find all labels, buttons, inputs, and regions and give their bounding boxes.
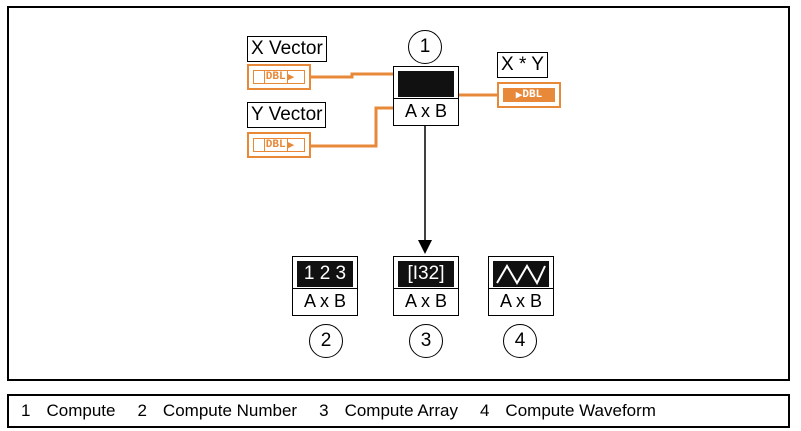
- flow-arrow-head: [418, 240, 432, 254]
- legend-label: Compute Number: [162, 401, 298, 420]
- compute-number-node[interactable]: 1 2 3 A x B: [292, 256, 358, 316]
- compute-waveform-node[interactable]: A x B: [488, 256, 554, 316]
- legend-bar: 1 Compute 2 Compute Number 3 Compute Arr…: [7, 394, 790, 428]
- x-vector-terminal[interactable]: DBL▶: [247, 64, 311, 90]
- legend-num: 2: [137, 401, 147, 420]
- diagram-frame: [7, 6, 790, 381]
- number-node-header: 1 2 3: [297, 261, 353, 287]
- legend-label: Compute: [46, 401, 116, 420]
- legend-label: Compute Array: [344, 401, 458, 420]
- array-node-header: [I32]: [398, 261, 454, 287]
- y-vector-terminal[interactable]: DBL▶: [247, 132, 311, 158]
- compute-node-header: [398, 71, 454, 97]
- y-vector-dbl-tag: DBL▶: [253, 138, 305, 152]
- number-node-label: A x B: [293, 288, 357, 315]
- legend-num: 1: [21, 401, 31, 420]
- legend-label: Compute Waveform: [505, 401, 656, 420]
- x-vector-dbl-tag: DBL▶: [253, 70, 305, 84]
- array-node-label: A x B: [394, 288, 458, 315]
- dbl-text: DBL: [522, 89, 543, 101]
- callout-1: 1: [408, 30, 442, 64]
- dbl-text: DBL: [263, 138, 288, 152]
- compute-node[interactable]: A x B: [393, 66, 459, 126]
- callout-3: 3: [409, 324, 443, 358]
- compute-node-label: A x B: [394, 98, 458, 125]
- waveform-icon: [496, 264, 546, 286]
- output-terminal[interactable]: ▶DBL: [497, 82, 561, 108]
- legend-num: 3: [319, 401, 329, 420]
- x-vector-label: X Vector: [247, 36, 327, 62]
- x-vector-wire: [310, 72, 393, 79]
- compute-array-node[interactable]: [I32] A x B: [393, 256, 459, 316]
- waveform-node-label: A x B: [489, 288, 553, 315]
- output-label: X * Y: [497, 52, 548, 78]
- legend-num: 4: [479, 401, 490, 420]
- callout-4: 4: [503, 324, 537, 358]
- dbl-text: DBL: [263, 70, 288, 84]
- y-vector-wire: [310, 106, 393, 148]
- y-vector-label: Y Vector: [247, 102, 327, 128]
- output-dbl-tag: ▶DBL: [503, 88, 555, 102]
- callout-2: 2: [309, 324, 343, 358]
- waveform-node-header: [493, 261, 549, 287]
